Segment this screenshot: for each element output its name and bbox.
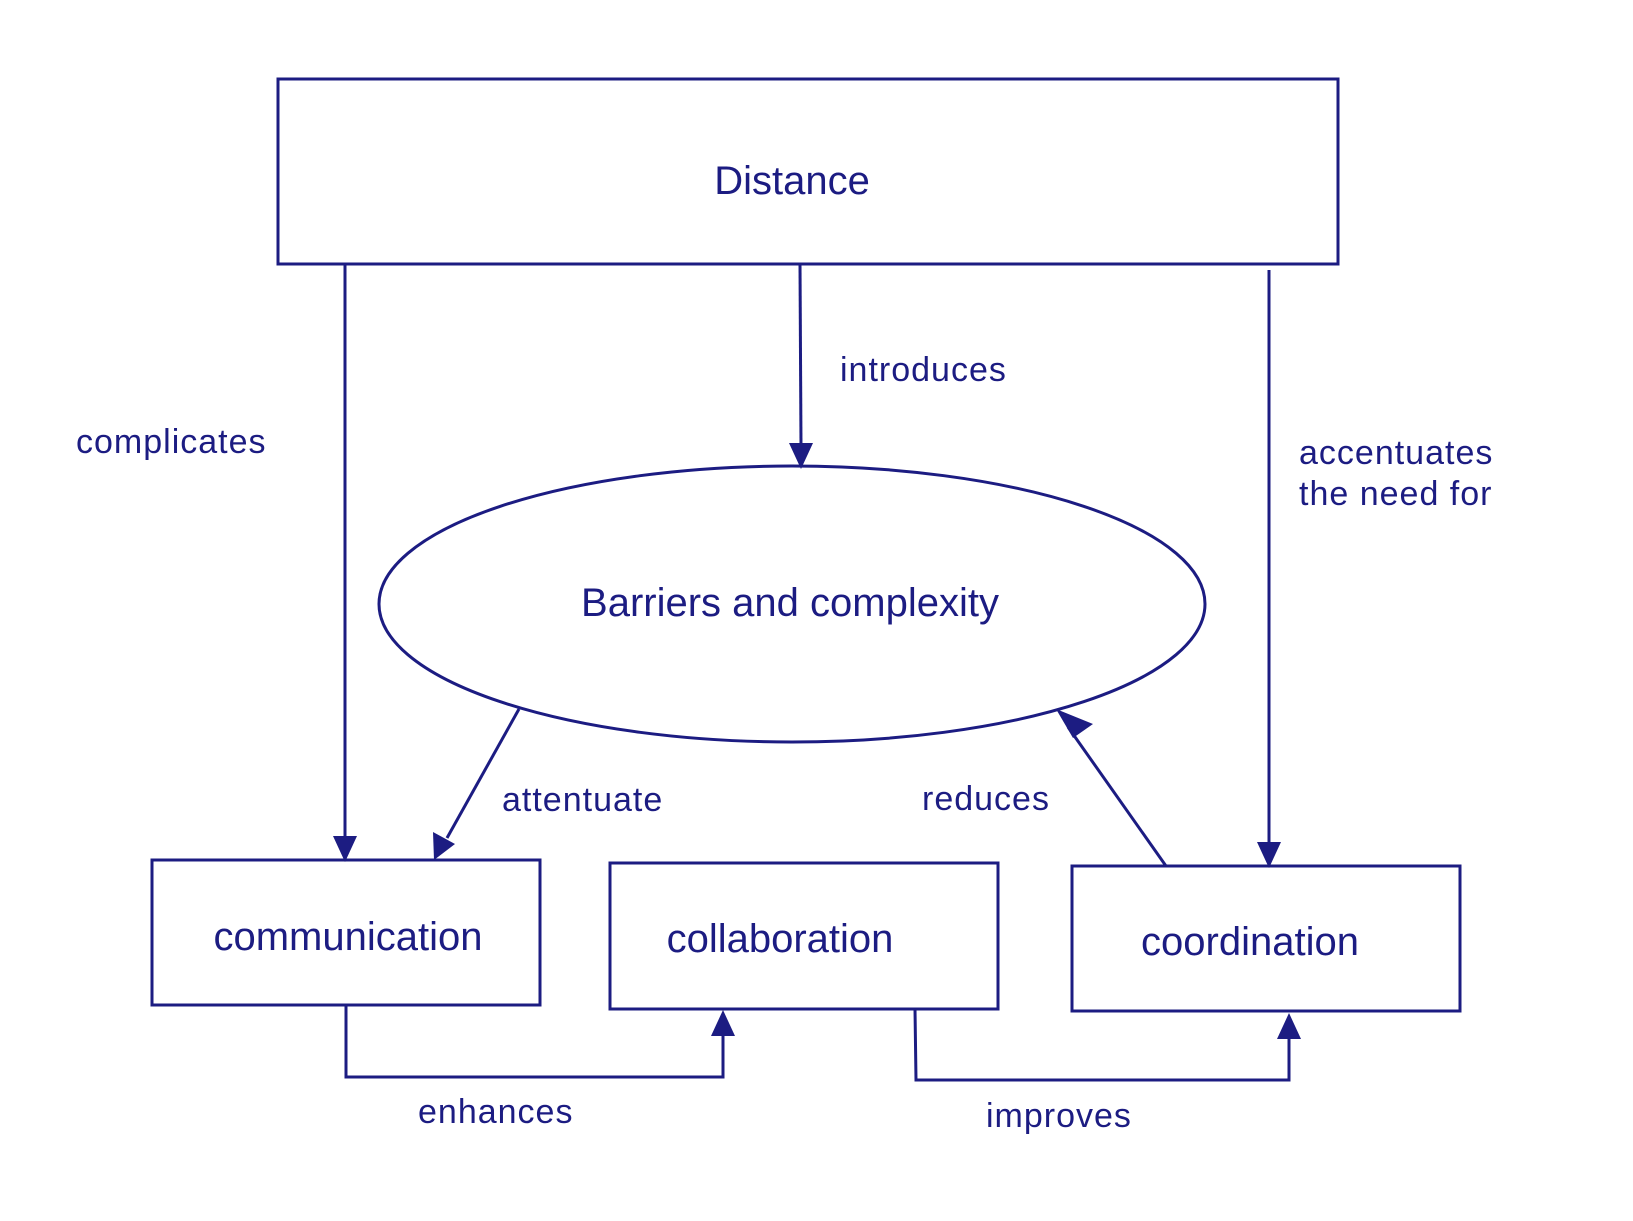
edge-reduces-arrowhead bbox=[1056, 709, 1093, 738]
node-distance-label: Distance bbox=[714, 159, 870, 203]
edge-introduces-arrowhead bbox=[789, 443, 813, 469]
node-collaboration-label: collaboration bbox=[667, 917, 894, 961]
edge-accentuates-arrowhead bbox=[1257, 842, 1281, 868]
node-barriers-ellipse bbox=[377, 464, 1207, 744]
node-distance-box bbox=[276, 77, 1340, 266]
edge-improves-label: improves bbox=[986, 1097, 1132, 1135]
edge-complicates-label: complicates bbox=[76, 423, 267, 461]
edge-introduces-line bbox=[798, 263, 803, 447]
edge-reduces-label: reduces bbox=[922, 780, 1050, 818]
edge-improves-line bbox=[913, 1008, 1291, 1082]
edge-introduces-label: introduces bbox=[840, 351, 1007, 389]
edge-enhances-label: enhances bbox=[418, 1093, 573, 1131]
edge-improves-arrowhead bbox=[1277, 1013, 1301, 1039]
edge-attentuate-line bbox=[445, 708, 521, 839]
edge-attentuate-arrowhead bbox=[433, 832, 455, 860]
edge-complicates-arrowhead bbox=[333, 836, 357, 862]
node-collaboration-box bbox=[608, 861, 1000, 1011]
node-coordination-box bbox=[1070, 864, 1462, 1013]
edge-accentuates-label-line2: the need for bbox=[1299, 475, 1492, 513]
edge-enhances-line bbox=[344, 1005, 725, 1079]
edge-reduces-line bbox=[1066, 726, 1168, 867]
node-coordination-label: coordination bbox=[1141, 920, 1359, 964]
edge-accentuates-label-line1: accentuates bbox=[1299, 434, 1493, 472]
edge-enhances-arrowhead bbox=[711, 1010, 735, 1036]
node-barriers-label: Barriers and complexity bbox=[581, 581, 999, 625]
node-communication-label: communication bbox=[213, 915, 482, 959]
edge-attentuate-label: attentuate bbox=[502, 781, 663, 819]
